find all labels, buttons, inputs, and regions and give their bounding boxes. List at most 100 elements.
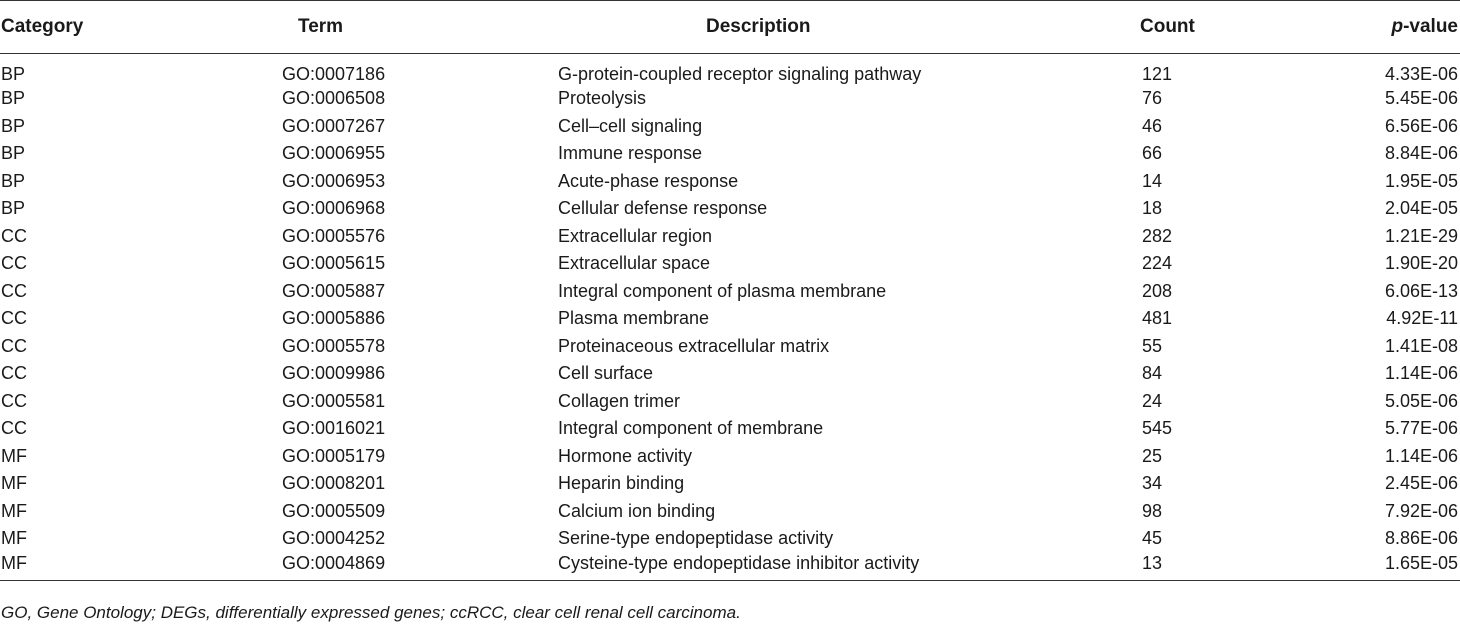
cell-pvalue: 2.04E-05 bbox=[1384, 198, 1458, 219]
cell-pvalue: 4.33E-06 bbox=[1384, 64, 1458, 84]
cell-term: GO:0005581 bbox=[282, 390, 386, 411]
cell-count: 121 bbox=[1142, 64, 1173, 84]
cell-category: CC bbox=[1, 225, 27, 246]
header-pvalue: p-value bbox=[1320, 0, 1460, 54]
header-pvalue-suffix: -value bbox=[1403, 16, 1458, 37]
cell-pvalue: 1.21E-29 bbox=[1384, 225, 1458, 246]
cell-description: Integral component of membrane bbox=[558, 418, 824, 439]
cell-term: GO:0005179 bbox=[282, 445, 386, 466]
cell-count: 98 bbox=[1142, 500, 1163, 521]
table-row: CC GO:0005578 Proteinaceous extracellular … bbox=[0, 333, 1460, 361]
table-row: MF GO:0005179 Hormone activity 25 1.14E-06 bbox=[0, 443, 1460, 471]
cell-count: 224 bbox=[1142, 253, 1173, 274]
header-pvalue-italic: p bbox=[1391, 16, 1404, 37]
cell-category: BP bbox=[1, 115, 26, 136]
cell-term: GO:0005887 bbox=[282, 280, 386, 301]
cell-category: MF bbox=[0, 552, 248, 581]
cell-count: 46 bbox=[1142, 115, 1163, 136]
cell-description: Cell surface bbox=[558, 363, 654, 384]
cell-term: GO:0016021 bbox=[282, 418, 386, 439]
cell-category: CC bbox=[1, 308, 27, 329]
cell-count: 24 bbox=[1142, 390, 1163, 411]
cell-term: GO:0004869 bbox=[248, 552, 556, 581]
cell-term: GO:0004252 bbox=[282, 528, 386, 549]
header-count: Count bbox=[1070, 0, 1320, 54]
cell-description: Proteinaceous extracellular matrix bbox=[558, 335, 830, 356]
cell-category: MF bbox=[1, 500, 27, 521]
cell-category: CC bbox=[1, 418, 27, 439]
table-row: CC GO:0005581 Collagen trimer 24 5.05E-06 bbox=[0, 388, 1460, 416]
cell-count: 76 bbox=[1142, 88, 1163, 109]
cell-category: MF bbox=[1, 445, 27, 466]
cell-pvalue: 5.77E-06 bbox=[1384, 418, 1458, 439]
header-description: Description bbox=[556, 0, 1070, 54]
cell-description: Cell–cell signaling bbox=[558, 115, 703, 136]
cell-pvalue: 1.14E-06 bbox=[1384, 363, 1458, 384]
cell-count: 481 bbox=[1142, 308, 1173, 329]
cell-description: Cysteine-type endopeptidase inhibitor ac… bbox=[556, 552, 1070, 581]
cell-pvalue: 7.92E-06 bbox=[1384, 500, 1458, 521]
cell-pvalue: 1.95E-05 bbox=[1384, 170, 1458, 191]
cell-term: GO:0007267 bbox=[282, 115, 386, 136]
table-header: Category Term Description Count p-value bbox=[0, 0, 1460, 54]
cell-category: BP bbox=[1, 143, 26, 164]
cell-category: CC bbox=[1, 390, 27, 411]
cell-description: Integral component of plasma membrane bbox=[558, 280, 887, 301]
go-enrichment-table: Category Term Description Count p-value … bbox=[0, 0, 1460, 581]
cell-term: GO:0008201 bbox=[282, 473, 386, 494]
cell-pvalue: 1.41E-08 bbox=[1384, 335, 1458, 356]
cell-description: Proteolysis bbox=[558, 88, 647, 109]
cell-description: Extracellular region bbox=[558, 225, 713, 246]
cell-category: CC bbox=[1, 335, 27, 356]
cell-description: Collagen trimer bbox=[558, 390, 681, 411]
table-footnote: GO, Gene Ontology; DEGs, differentially … bbox=[1, 603, 741, 622]
table-row: CC GO:0016021 Integral component of membra… bbox=[0, 415, 1460, 443]
cell-term: GO:0006968 bbox=[282, 198, 386, 219]
cell-category: BP bbox=[1, 198, 26, 219]
header-term: Term bbox=[248, 0, 556, 54]
cell-term: GO:0007186 bbox=[282, 64, 386, 84]
cell-pvalue: 1.90E-20 bbox=[1384, 253, 1458, 274]
cell-description: Hormone activity bbox=[558, 445, 693, 466]
cell-count: 84 bbox=[1142, 363, 1163, 384]
cell-description: Cellular defense response bbox=[558, 198, 768, 219]
cell-term: GO:0006955 bbox=[282, 143, 386, 164]
cell-description: Serine-type endopeptidase activity bbox=[558, 528, 834, 549]
table-row: CC GO:0005887 Integral component of plasma… bbox=[0, 278, 1460, 306]
cell-count: 34 bbox=[1142, 473, 1163, 494]
cell-pvalue: 4.92E-11 bbox=[1386, 308, 1458, 329]
cell-pvalue: 2.45E-06 bbox=[1384, 473, 1458, 494]
cell-term: GO:0005578 bbox=[282, 335, 386, 356]
cell-pvalue: 5.05E-06 bbox=[1384, 390, 1458, 411]
cell-category: CC bbox=[1, 253, 27, 274]
cell-pvalue: 1.14E-06 bbox=[1384, 445, 1458, 466]
cell-description: G-protein-coupled receptor signaling pat… bbox=[558, 64, 922, 84]
cell-category: CC bbox=[1, 280, 27, 301]
cell-count: 545 bbox=[1142, 418, 1173, 439]
cell-pvalue: 5.45E-06 bbox=[1384, 88, 1458, 109]
go-enrichment-table-container: Category Term Description Count p-value … bbox=[0, 0, 1460, 581]
cell-description: Plasma membrane bbox=[558, 308, 710, 329]
cell-count: 282 bbox=[1142, 225, 1173, 246]
cell-count: 18 bbox=[1142, 198, 1163, 219]
cell-count: 25 bbox=[1142, 445, 1163, 466]
cell-count: 13 bbox=[1070, 552, 1320, 581]
cell-category: BP bbox=[1, 88, 26, 109]
cell-pvalue: 8.86E-06 bbox=[1384, 528, 1458, 549]
cell-description: Heparin binding bbox=[558, 473, 685, 494]
cell-pvalue: 6.06E-13 bbox=[1384, 280, 1458, 301]
cell-description: Acute-phase response bbox=[558, 170, 739, 191]
header-category: Category bbox=[0, 0, 248, 54]
cell-term: GO:0005509 bbox=[282, 500, 386, 521]
cell-term: GO:0009986 bbox=[282, 363, 386, 384]
cell-term: GO:0005615 bbox=[282, 253, 386, 274]
